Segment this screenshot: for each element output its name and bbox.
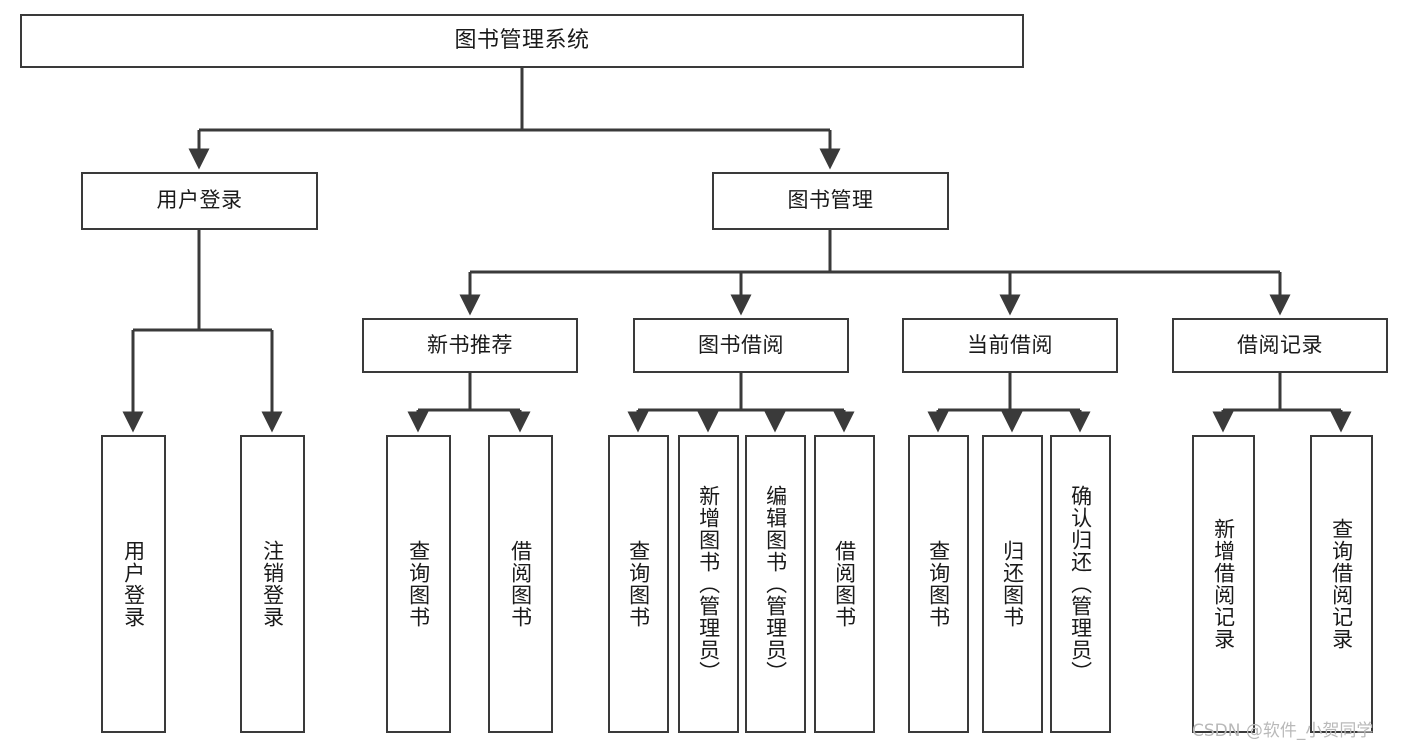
- node-leaf-edit-book-admin-label: 编辑图书（管理员）: [763, 485, 788, 683]
- node-leaf-query-book-current[interactable]: 查询图书: [908, 435, 969, 733]
- node-leaf-logout-login-label: 注销登录: [260, 540, 285, 628]
- node-leaf-logout-login[interactable]: 注销登录: [240, 435, 305, 733]
- node-leaf-add-book-admin-label: 新增图书（管理员）: [696, 485, 721, 683]
- watermark: CSDN @软件_小贺同学: [1192, 721, 1374, 741]
- node-borrow-record-label: 借阅记录: [1237, 332, 1323, 357]
- node-user-login-label: 用户登录: [156, 188, 243, 213]
- node-leaf-query-borrow-record[interactable]: 查询借阅记录: [1310, 435, 1373, 733]
- node-leaf-borrow-book-label: 借阅图书: [832, 540, 857, 628]
- node-leaf-return-book[interactable]: 归还图书: [982, 435, 1043, 733]
- node-leaf-borrow-book[interactable]: 借阅图书: [814, 435, 875, 733]
- node-leaf-user-login[interactable]: 用户登录: [101, 435, 166, 733]
- node-current-borrow-label: 当前借阅: [967, 332, 1053, 357]
- node-new-book-recommend[interactable]: 新书推荐: [362, 318, 578, 373]
- node-leaf-edit-book-admin[interactable]: 编辑图书（管理员）: [745, 435, 806, 733]
- node-leaf-borrow-book-recommend-label: 借阅图书: [508, 540, 533, 628]
- node-root-label: 图书管理系统: [454, 27, 590, 53]
- node-leaf-add-borrow-record[interactable]: 新增借阅记录: [1192, 435, 1255, 733]
- node-leaf-add-book-admin[interactable]: 新增图书（管理员）: [678, 435, 739, 733]
- node-leaf-add-borrow-record-label: 新增借阅记录: [1211, 518, 1236, 650]
- node-book-manage-label: 图书管理: [787, 188, 874, 213]
- node-leaf-query-book-borrow-label: 查询图书: [626, 540, 651, 628]
- node-leaf-query-book-current-label: 查询图书: [926, 540, 951, 628]
- node-leaf-query-book-recommend-label: 查询图书: [406, 540, 431, 628]
- node-leaf-user-login-label: 用户登录: [121, 540, 146, 628]
- node-user-login[interactable]: 用户登录: [81, 172, 318, 230]
- node-book-borrow-label: 图书借阅: [698, 332, 784, 357]
- node-book-borrow[interactable]: 图书借阅: [633, 318, 849, 373]
- node-leaf-query-book-recommend[interactable]: 查询图书: [386, 435, 451, 733]
- node-book-manage[interactable]: 图书管理: [712, 172, 949, 230]
- node-leaf-query-borrow-record-label: 查询借阅记录: [1329, 518, 1354, 650]
- node-leaf-confirm-return-admin-label: 确认归还（管理员）: [1068, 485, 1093, 683]
- node-leaf-borrow-book-recommend[interactable]: 借阅图书: [488, 435, 553, 733]
- node-leaf-return-book-label: 归还图书: [1000, 540, 1025, 628]
- node-root[interactable]: 图书管理系统: [20, 14, 1024, 68]
- node-leaf-confirm-return-admin[interactable]: 确认归还（管理员）: [1050, 435, 1111, 733]
- node-new-book-recommend-label: 新书推荐: [427, 332, 513, 357]
- node-borrow-record[interactable]: 借阅记录: [1172, 318, 1388, 373]
- node-current-borrow[interactable]: 当前借阅: [902, 318, 1118, 373]
- node-leaf-query-book-borrow[interactable]: 查询图书: [608, 435, 669, 733]
